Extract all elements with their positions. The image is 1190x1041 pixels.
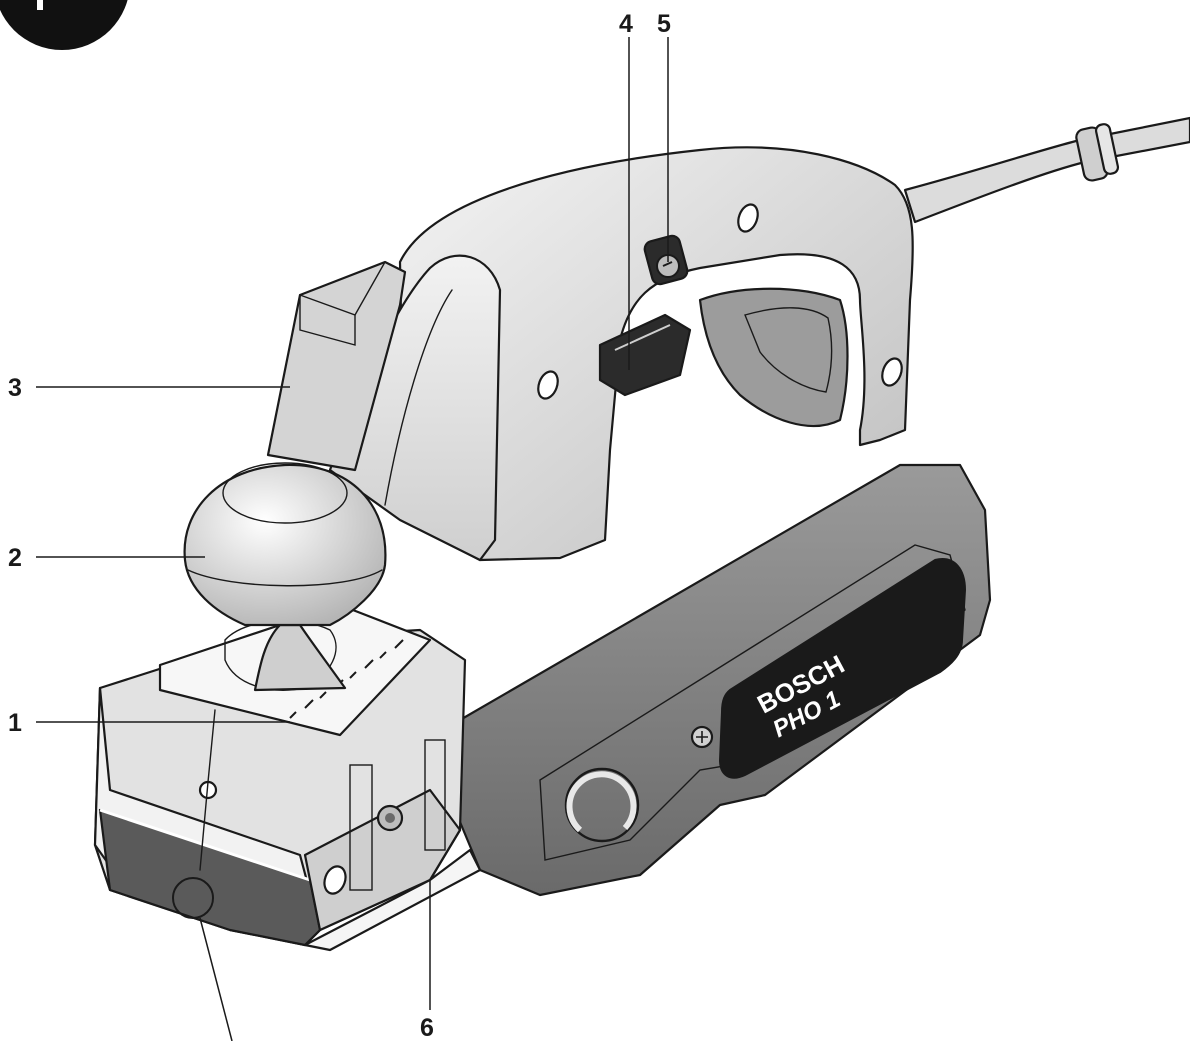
chip-ejector — [266, 260, 407, 472]
power-cord — [903, 116, 1190, 224]
detail-leader — [199, 917, 233, 1041]
planer-base — [93, 628, 482, 952]
handle-housing — [398, 146, 914, 562]
callout-label-5: 5 — [657, 10, 671, 38]
callout-label-1: 1 — [8, 709, 22, 737]
depth-knob — [183, 462, 387, 692]
detail-circle — [172, 877, 214, 919]
callout-label-2: 2 — [8, 544, 22, 572]
brand-badge — [718, 558, 967, 779]
front-marker-line — [199, 709, 216, 871]
callout-label-6: 6 — [420, 1014, 434, 1041]
callout-label-4: 4 — [619, 10, 633, 38]
motor-housing: BOSCH PHO 1 — [453, 463, 992, 897]
corner-emblem — [0, 0, 128, 50]
callout-label-3: 3 — [8, 374, 22, 402]
on-off-switch — [598, 313, 692, 397]
lock-button — [643, 234, 689, 286]
